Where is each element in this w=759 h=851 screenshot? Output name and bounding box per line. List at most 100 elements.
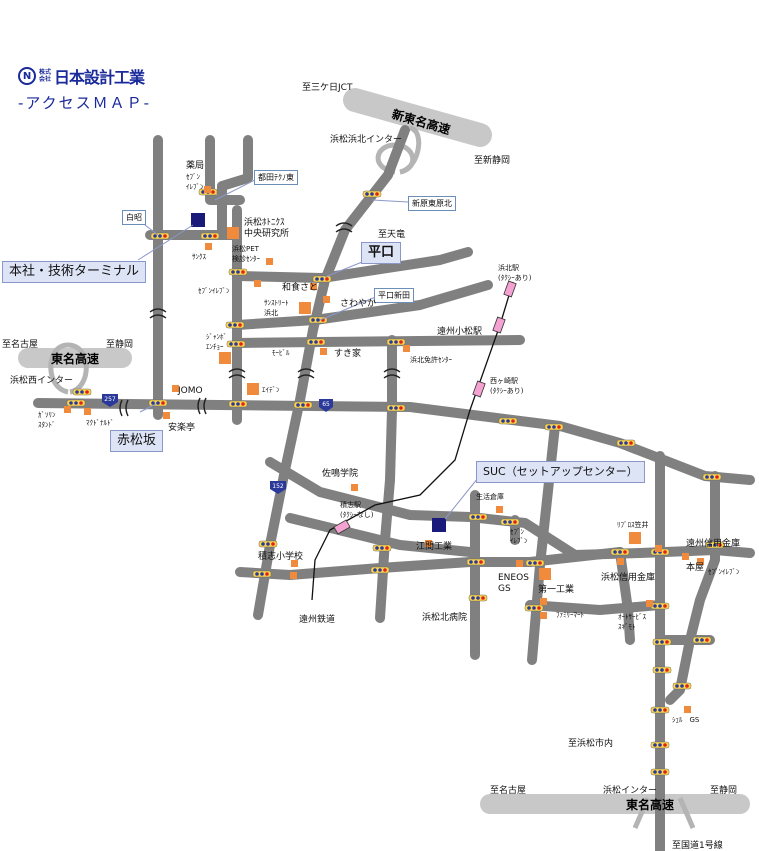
to-route1-label: 至国道1号線 xyxy=(672,841,723,851)
shell-marker xyxy=(684,706,691,713)
gas-station-marker xyxy=(64,406,71,413)
photonics-marker xyxy=(227,227,239,239)
hamakita-station-label: 浜北駅 (ﾀｸｼｰあり) xyxy=(498,264,532,282)
page-title: -アクセスＭＡＰ- xyxy=(18,94,152,112)
seikatsu-marker xyxy=(496,506,503,513)
sukiya-label: すき家 xyxy=(334,349,362,359)
anrakutei-marker xyxy=(163,412,170,419)
route-markers: 257 65 152 xyxy=(102,394,333,494)
seven-marker-b xyxy=(254,280,261,287)
brand: N 株式会社 日本設計工業 xyxy=(18,64,151,88)
head-office-marker xyxy=(191,213,205,227)
hamamatsu-kita-ic-label: 浜松浜北インター xyxy=(330,135,403,145)
pharmacy-marker xyxy=(204,186,211,193)
gas-station-label: ｶﾞｿﾘﾝ ｽﾀﾝﾄﾞ xyxy=(38,411,56,429)
shin-tomei-highway xyxy=(343,88,492,147)
company-name: 日本設計工業 xyxy=(54,68,145,87)
sekishi-station-marker xyxy=(333,519,351,535)
akamatsuzaka-callout: 赤松坂 xyxy=(110,430,164,452)
enshu-komatsu-label: 遠州小松駅 xyxy=(437,327,483,337)
railway-stations xyxy=(333,280,517,535)
family-mart-marker xyxy=(540,612,547,619)
seven-eleven-label-b: ｾﾌﾞﾝｲﾚﾌﾞﾝ xyxy=(198,287,230,295)
photonics-label: 浜松ﾎﾄﾆｸｽ 中央研究所 xyxy=(244,218,290,239)
shop-markers xyxy=(64,186,704,713)
mcdonalds-label: ﾏｸﾄﾞﾅﾙﾄﾞ xyxy=(86,419,114,427)
to-tenryu-label: 至天竜 xyxy=(378,230,406,240)
to-hamamatsu-city-label: 至浜松市内 xyxy=(568,739,614,749)
company-header: N 株式会社 日本設計工業 -アクセスＭＡＰ- xyxy=(18,64,151,113)
hamakita-station-marker xyxy=(503,280,517,298)
sanaru-marker xyxy=(351,484,358,491)
seven-eleven-label-c: ｾﾌﾞﾝ ｲﾚﾌﾞﾝ xyxy=(510,528,528,545)
pet-marker xyxy=(266,258,273,265)
emma-marker xyxy=(425,540,432,547)
pharmacy-label: 薬局 xyxy=(186,161,205,171)
jumbo-marker xyxy=(219,352,231,364)
sunstreet-label: ｻﾝｽﾄﾘｰﾄ 浜北 xyxy=(264,299,289,317)
seven-marker-d xyxy=(697,558,704,565)
honya-label: 本屋 xyxy=(686,563,705,573)
company-type: 株式会社 xyxy=(39,69,52,83)
sekishi-station-label: 積志駅 (ﾀｸｼｰなし) xyxy=(340,501,374,519)
family-mart-label: ﾌｧﾐﾘｰﾏｰﾄ xyxy=(556,611,584,619)
sekishi-school-label: 積志小学校 xyxy=(258,552,304,562)
to-shizuoka-lower-label: 至静岡 xyxy=(710,786,738,796)
svg-text:152: 152 xyxy=(272,483,284,490)
hiraguchi-callout: 平口 xyxy=(361,242,402,264)
hiraguchi-shinden-box: 平口新田 xyxy=(374,288,414,303)
sunstreet-marker xyxy=(299,302,311,314)
school-marker-2 xyxy=(290,572,297,579)
svg-text:65: 65 xyxy=(322,401,330,408)
hamamatsu-shinkin-marker xyxy=(617,558,624,565)
sanaru-label: 佐鳴学院 xyxy=(322,469,359,479)
seven-eleven-label-a: ｾﾌﾞﾝ ｲﾚﾌﾞﾝ xyxy=(186,173,204,191)
hakuaki-box: 白昭 xyxy=(122,210,146,225)
mobil-label: ﾓｰﾋﾞﾙ xyxy=(272,349,290,357)
enshu-shinkin-marker xyxy=(682,553,689,560)
enshu-railway xyxy=(311,281,514,601)
tomei-lower-label: 東名高速 xyxy=(626,797,674,812)
tomei-upper-label: 東名高速 xyxy=(51,351,99,366)
seikatsu-souko-label: 生活倉庫 xyxy=(476,493,504,501)
libros-marker xyxy=(629,532,641,544)
enshu-komatsu-station-marker xyxy=(492,316,506,334)
eneos-label: ENEOS GS xyxy=(498,573,529,594)
menkyo-marker xyxy=(403,345,410,352)
jomo-label: JOMO xyxy=(178,386,203,396)
svg-text:257: 257 xyxy=(104,396,116,403)
eiden-marker xyxy=(247,383,259,395)
to-nagoya-upper-label: 至名古屋 xyxy=(2,340,39,350)
highways xyxy=(18,88,750,814)
nishigasaki-label: 西ヶ崎駅 (ﾀｸｼｰあり) xyxy=(490,377,524,395)
eneos-marker xyxy=(516,560,523,567)
jomo-marker xyxy=(172,385,179,392)
anrakutei-label: 安楽亭 xyxy=(168,423,196,433)
sankus-marker xyxy=(205,243,212,250)
jumbo-enchou-label: ｼﾞｬﾝﾎﾞ ｴﾝﾁｮｰ xyxy=(206,333,227,351)
route-257-marker: 257 xyxy=(102,394,118,407)
hamamatsu-kita-hospital-label: 浜松北病院 xyxy=(422,613,468,623)
road-breaks xyxy=(119,222,401,417)
to-shizuoka-upper-label: 至静岡 xyxy=(106,340,134,350)
sugimoto-label: ｵｰﾄｻｰﾋﾞｽ ｽｷﾞﾓﾄ xyxy=(618,613,646,631)
railway-label: 遠州鉄道 xyxy=(299,615,336,625)
washoku-sato-label: 和食さと xyxy=(282,283,319,293)
route-152-marker: 152 xyxy=(270,481,286,494)
suc-marker xyxy=(432,518,446,532)
head-office-callout: 本社・技術ターミナル xyxy=(2,261,147,283)
interchange-loops xyxy=(48,125,696,829)
nishigasaki-station-marker xyxy=(472,380,486,398)
sawayaka-label: さわやか xyxy=(340,299,377,309)
to-mikkabi-label: 至三ケ日JCT xyxy=(302,83,353,93)
sugimoto-marker xyxy=(646,600,653,607)
menkyo-center-label: 浜北免許ｾﾝﾀｰ xyxy=(410,356,452,364)
hamamatsu-ic-label: 浜松インター xyxy=(603,786,658,796)
route-65-marker: 65 xyxy=(319,399,333,412)
emma-kogyo-label: 江間工業 xyxy=(416,542,453,552)
miyakoda-techno-box: 都田ﾃｸﾉ東 xyxy=(254,170,298,185)
seven-eleven-label-d: ｾﾌﾞﾝｲﾚﾌﾞﾝ xyxy=(708,568,740,576)
shell-gs-label: ｼｪﾙ GS xyxy=(672,716,700,724)
shin-harahigashi-box: 新原東原北 xyxy=(408,196,456,211)
